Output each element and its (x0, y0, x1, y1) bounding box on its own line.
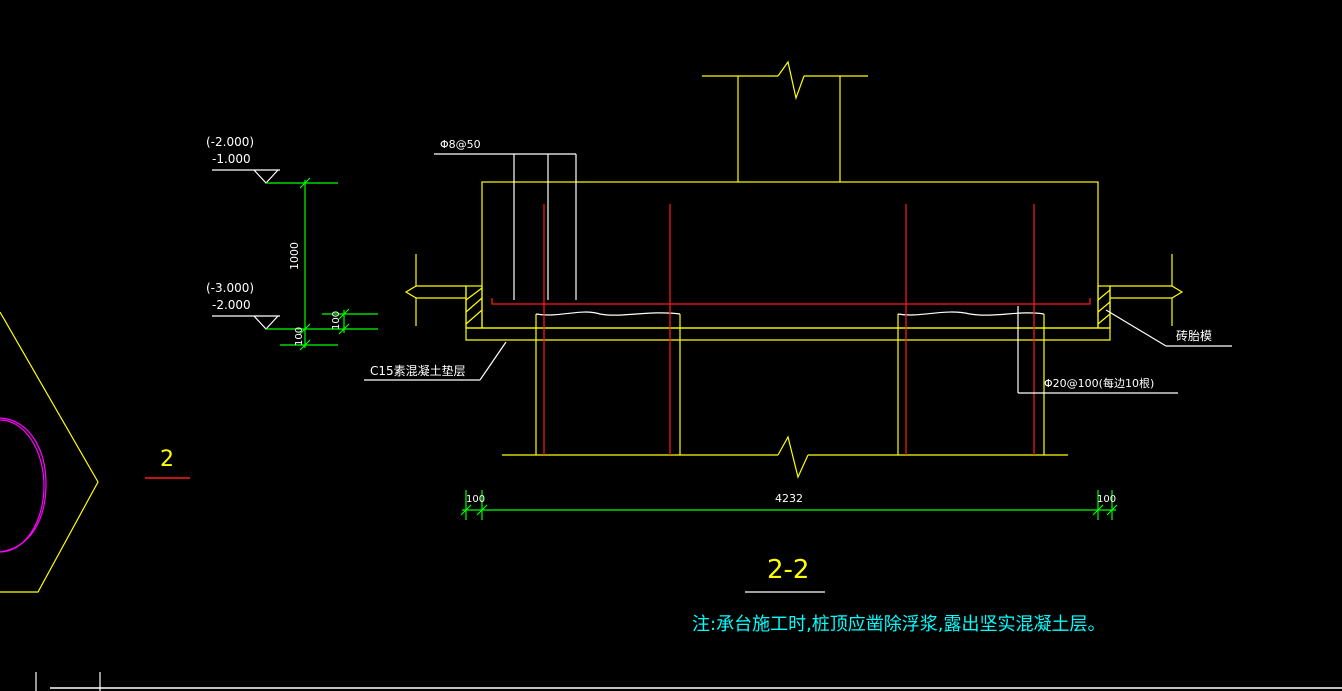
brick-mold-label: 砖胎模 (1176, 328, 1212, 343)
pile-cap-outline (481, 181, 1099, 329)
elevation-bottom: -2.000 (212, 298, 251, 312)
elevation-top-triangle (253, 169, 279, 184)
dim-height-label: 1000 (288, 242, 301, 270)
ground-left-break (404, 254, 417, 326)
ground-right-break (1171, 254, 1184, 326)
brick-mold-leader-d (1105, 309, 1167, 347)
bottom-rebar (491, 298, 1091, 305)
section-note: 注:承台施工时,桩顶应凿除浮浆,露出坚实混凝土层。 (692, 614, 1106, 635)
elevation-bottom-paren: (-3.000) (206, 281, 254, 295)
pile-circle (0, 419, 45, 553)
cushion-leader-d (479, 341, 507, 381)
pile-left-top-rough (535, 311, 681, 316)
brick-mold-right (1097, 285, 1111, 329)
dim2-tick-top (338, 308, 350, 320)
cushion-label: C15素混凝土垫层 (370, 363, 466, 378)
stirrup-label: Φ8@50 (440, 138, 481, 151)
elevation-bottom-triangle (253, 315, 279, 330)
section-title: 2-2 (767, 555, 809, 585)
elevation-top: -1.000 (212, 152, 251, 166)
hexagon-outline (0, 311, 99, 593)
dim-left-label: 100 (466, 494, 485, 505)
column-break-zigzag (777, 60, 805, 101)
dim-middle-label: 4232 (775, 492, 803, 505)
section-mark-2: 2 (160, 447, 174, 472)
brick-mold-left (465, 285, 483, 329)
dim-cushion-right-label: 100 (331, 311, 342, 330)
main-section (404, 60, 1184, 479)
ucs-fragment (35, 672, 1342, 691)
left-partial-view: 2 (0, 311, 190, 593)
horizontal-dimension: 100 4232 100 (460, 490, 1118, 520)
elevation-marks: (-2.000) -1.000 (-3.000) -2.000 1000 100… (206, 135, 378, 351)
pile-circle-arc (0, 417, 47, 553)
dim-tick-top (299, 177, 311, 189)
dim-cushion-left-label: 100 (294, 327, 305, 346)
section-title-block: 2-2 注:承台施工时,桩顶应凿除浮浆,露出坚实混凝土层。 (692, 555, 1106, 635)
dim2-tick-bottom (338, 323, 350, 335)
dim-tick-mid (299, 323, 311, 335)
main-rebar-label: Φ20@100(每边10根) (1044, 376, 1154, 390)
annotations: Φ8@50 C15素混凝土垫层 砖胎模 Φ20@100(每边10根) (364, 138, 1232, 394)
bottom-break-zigzag (777, 435, 809, 479)
pile-right-top-rough (897, 311, 1045, 316)
dim-right-label: 100 (1097, 494, 1116, 505)
elevation-top-paren: (-2.000) (206, 135, 254, 149)
dim-tick-bottom (299, 339, 311, 351)
